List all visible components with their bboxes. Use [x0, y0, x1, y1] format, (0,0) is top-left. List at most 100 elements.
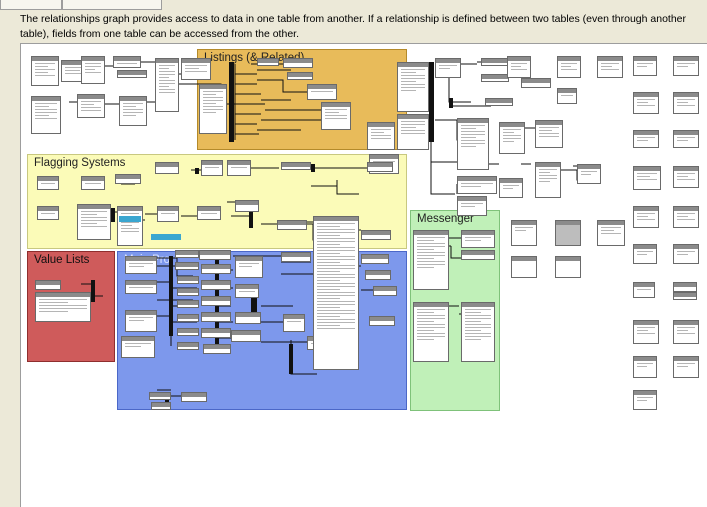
table-occurrence[interactable]	[201, 280, 231, 290]
table-occurrence[interactable]	[35, 292, 91, 322]
table-occurrence[interactable]	[633, 130, 659, 148]
table-occurrence[interactable]	[177, 314, 199, 322]
table-occurrence[interactable]	[31, 96, 61, 134]
table-occurrence-selected[interactable]	[555, 220, 581, 246]
table-occurrence[interactable]	[117, 206, 143, 246]
table-occurrence[interactable]	[633, 92, 659, 114]
table-occurrence[interactable]	[535, 162, 561, 198]
table-occurrence[interactable]	[557, 56, 581, 78]
table-occurrence[interactable]	[673, 130, 699, 148]
table-occurrence[interactable]	[177, 288, 199, 296]
table-occurrence[interactable]	[125, 256, 157, 274]
table-occurrence[interactable]	[485, 98, 513, 106]
table-occurrence[interactable]	[235, 200, 259, 212]
table-occurrence[interactable]	[673, 356, 699, 378]
table-occurrence[interactable]	[199, 84, 227, 134]
table-occurrence[interactable]	[597, 220, 625, 246]
table-occurrence[interactable]	[367, 162, 393, 172]
table-occurrence[interactable]	[181, 392, 207, 402]
table-occurrence[interactable]	[597, 56, 623, 78]
table-occurrence-large[interactable]	[313, 216, 359, 370]
table-occurrence[interactable]	[673, 292, 697, 300]
table-occurrence[interactable]	[37, 176, 59, 190]
table-occurrence[interactable]	[257, 58, 279, 66]
table-occurrence[interactable]	[201, 312, 231, 322]
table-occurrence[interactable]	[277, 220, 307, 230]
table-occurrence[interactable]	[373, 286, 397, 296]
table-occurrence[interactable]	[435, 58, 461, 78]
table-occurrence[interactable]	[307, 84, 337, 100]
table-occurrence[interactable]	[119, 96, 147, 126]
table-occurrence[interactable]	[507, 56, 531, 78]
table-occurrence[interactable]	[535, 120, 563, 148]
table-occurrence[interactable]	[37, 206, 59, 220]
table-occurrence[interactable]	[283, 58, 313, 68]
table-occurrence[interactable]	[555, 256, 581, 278]
table-occurrence[interactable]	[577, 164, 601, 184]
table-occurrence[interactable]	[457, 196, 487, 216]
table-occurrence[interactable]	[633, 390, 657, 410]
table-occurrence[interactable]	[461, 230, 495, 248]
table-occurrence[interactable]	[633, 56, 657, 76]
table-occurrence[interactable]	[413, 302, 449, 362]
table-occurrence[interactable]	[673, 206, 699, 228]
table-occurrence[interactable]	[77, 204, 111, 240]
table-occurrence[interactable]	[181, 58, 211, 80]
table-occurrence[interactable]	[673, 56, 699, 76]
table-occurrence[interactable]	[155, 162, 179, 174]
table-occurrence[interactable]	[673, 244, 699, 264]
table-occurrence[interactable]	[235, 284, 259, 298]
table-occurrence[interactable]	[673, 92, 699, 114]
table-occurrence[interactable]	[321, 102, 351, 130]
table-occurrence[interactable]	[499, 178, 523, 198]
table-occurrence[interactable]	[81, 176, 105, 190]
table-occurrence[interactable]	[557, 88, 577, 104]
table-occurrence[interactable]	[157, 206, 179, 222]
table-occurrence[interactable]	[175, 250, 199, 258]
table-occurrence[interactable]	[113, 56, 141, 68]
table-occurrence[interactable]	[367, 122, 395, 150]
table-occurrence-highlighted[interactable]	[119, 216, 141, 222]
table-occurrence[interactable]	[633, 282, 655, 298]
table-occurrence[interactable]	[235, 312, 261, 324]
table-occurrence[interactable]	[361, 254, 389, 264]
table-occurrence[interactable]	[461, 302, 495, 362]
table-occurrence[interactable]	[177, 300, 199, 308]
table-occurrence[interactable]	[125, 310, 157, 332]
table-occurrence[interactable]	[365, 270, 391, 280]
table-occurrence[interactable]	[117, 70, 147, 78]
tab-relationships[interactable]	[62, 0, 162, 10]
table-occurrence[interactable]	[201, 264, 231, 274]
table-occurrence[interactable]	[35, 280, 61, 290]
table-occurrence[interactable]	[633, 356, 657, 378]
table-occurrence[interactable]	[283, 314, 305, 332]
table-occurrence-highlighted[interactable]	[151, 234, 181, 240]
table-occurrence[interactable]	[521, 78, 551, 88]
table-occurrence[interactable]	[361, 230, 391, 240]
table-occurrence[interactable]	[235, 256, 263, 278]
table-occurrence[interactable]	[397, 114, 429, 150]
table-occurrence[interactable]	[673, 320, 699, 344]
table-occurrence[interactable]	[457, 176, 497, 194]
table-occurrence[interactable]	[499, 122, 525, 154]
table-occurrence[interactable]	[115, 174, 141, 184]
table-occurrence[interactable]	[199, 250, 231, 260]
table-occurrence[interactable]	[281, 252, 311, 262]
table-occurrence[interactable]	[673, 166, 699, 188]
table-occurrence[interactable]	[481, 58, 509, 66]
table-occurrence[interactable]	[177, 328, 199, 336]
table-occurrence[interactable]	[511, 220, 537, 246]
tab-tables[interactable]	[0, 0, 62, 10]
table-occurrence[interactable]	[511, 256, 537, 278]
table-occurrence[interactable]	[633, 320, 659, 344]
relationships-graph-canvas[interactable]: Listings (& Related) Flagging Systems Va…	[20, 43, 707, 507]
table-occurrence[interactable]	[461, 250, 495, 260]
table-occurrence[interactable]	[31, 56, 59, 86]
table-occurrence[interactable]	[633, 244, 657, 264]
table-occurrence[interactable]	[413, 230, 449, 290]
table-occurrence[interactable]	[155, 58, 179, 112]
table-occurrence[interactable]	[287, 72, 313, 80]
table-occurrence[interactable]	[457, 118, 489, 170]
table-occurrence[interactable]	[121, 336, 155, 358]
table-occurrence[interactable]	[201, 296, 231, 306]
